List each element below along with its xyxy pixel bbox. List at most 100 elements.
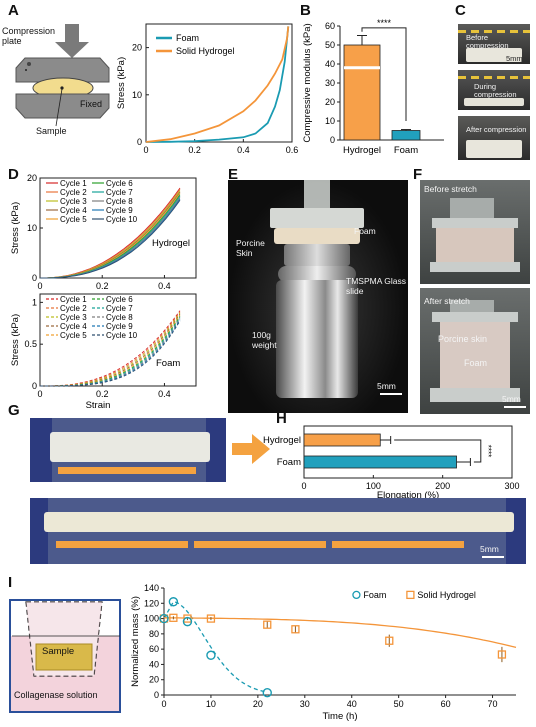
y-tick-label: 20 [325, 97, 335, 107]
y-axis-label: Compressive modulus (kPa) [302, 23, 313, 142]
cycle-curve [40, 316, 181, 387]
y-tick-label: 120 [144, 598, 159, 608]
x-category-label: Foam [394, 145, 418, 156]
arrow-right-icon [232, 434, 270, 464]
scale-bar-f [504, 406, 526, 408]
scale-bar-g [482, 556, 504, 558]
after-compression-label: After compression [466, 125, 527, 134]
foam-label-f: Foam [464, 358, 488, 368]
legend-label: Cycle 10 [106, 215, 138, 224]
x-tick-label: 100 [366, 481, 381, 491]
porcine-skin-label: Porcine Skin [236, 238, 265, 258]
stretched-foam-photo: 5mm [30, 498, 526, 564]
hydrogel-point [206, 614, 216, 623]
x-axis-label: Strain [86, 400, 111, 411]
x-tick-label: 0.2 [96, 389, 109, 399]
legend-label: Cycle 9 [106, 322, 133, 331]
x-tick-label: 40 [347, 699, 357, 709]
plot-frame [39, 293, 197, 387]
x-tick-label: 10 [206, 699, 216, 709]
x-tick-label: 50 [394, 699, 404, 709]
bar-foam [303, 455, 457, 469]
x-axis-label: Elongation (%) [377, 490, 439, 498]
sample-label-i: Sample [42, 646, 75, 657]
legend-label: Cycle 9 [106, 206, 133, 215]
significance-label: **** [377, 18, 392, 28]
legend-label: Cycle 10 [106, 331, 138, 340]
compression-diagram [15, 24, 110, 127]
y-tick-label: 20 [27, 174, 37, 183]
collagenase-solution-label: Collagenase solution [14, 690, 98, 700]
compression-plate-label: Compression plate [2, 26, 56, 46]
hydrogel-point [263, 620, 272, 629]
before-stretch-label: Before stretch [424, 184, 477, 194]
cycle-curve [40, 313, 181, 387]
x-tick-label: 200 [435, 481, 450, 491]
collagenase-diagram [9, 599, 121, 713]
adhesion-photo: Porcine Skin Foam TMSPMA Glass slide 100… [228, 180, 408, 413]
before-compression-label: Before compression [466, 33, 509, 50]
legend-label: Cycle 3 [60, 197, 87, 206]
curve-annotation: Foam [156, 358, 180, 369]
foam-point [159, 613, 169, 624]
legend-swatch [406, 590, 415, 600]
stretch-photo-after: After stretch Porcine skin Foam 5mm [420, 288, 530, 414]
series-line-foam [145, 26, 290, 143]
y-tick-label: 30 [325, 78, 335, 88]
hydrogel-point [497, 650, 507, 659]
significance-bracket [361, 27, 407, 121]
compression-photo-after: After compression [458, 116, 530, 160]
scale-label-e: 5mm [377, 381, 396, 391]
y-tick-label: 60 [149, 644, 159, 654]
weight-label: 100g weight [252, 330, 277, 350]
legend-label: Cycle 1 [60, 295, 87, 304]
cycle-curve [40, 199, 181, 279]
cycle-curve [40, 319, 181, 387]
x-tick-label: 70 [488, 699, 498, 709]
foam-point [262, 688, 272, 698]
legend-label: Cycle 2 [60, 304, 87, 313]
y-axis-label: Normalized mass (%) [130, 596, 141, 687]
cycle-curve [40, 310, 181, 387]
y-tick-label: 0 [137, 137, 142, 147]
x-tick-label: 0 [161, 699, 166, 709]
legend-label: Cycle 8 [106, 197, 133, 206]
panel-label-c: C [455, 2, 466, 19]
y-tick-label: 80 [149, 629, 159, 639]
y-tick-label: 20 [149, 675, 159, 685]
legend-label: Cycle 8 [106, 313, 133, 322]
legend-label: Cycle 5 [60, 331, 87, 340]
significance-bracket [394, 439, 482, 463]
length-bar-segment-3 [332, 541, 464, 548]
legend-label: Cycle 2 [60, 188, 87, 197]
series-line-hydrogel [145, 26, 290, 143]
y-tick-label: 0 [154, 690, 159, 700]
panel-label-d: D [8, 166, 19, 183]
x-tick-label: 20 [253, 699, 263, 709]
y-tick-label: 0 [32, 381, 37, 391]
foam-label-e: Foam [354, 226, 376, 236]
hydrogel-point [385, 636, 394, 645]
cycle-curve [40, 318, 181, 387]
cycle-curve [40, 314, 181, 387]
y-tick-label: 0 [32, 273, 37, 283]
curve-annotation: Hydrogel [152, 238, 190, 249]
tmspma-label: TMSPMA Glass slide [346, 276, 406, 296]
legend-label: Cycle 4 [60, 322, 87, 331]
fixed-label: Fixed [80, 99, 103, 109]
x-category-label: Hydrogel [343, 145, 381, 156]
x-tick-label: 0 [37, 281, 42, 291]
x-tick-label: 0.4 [237, 145, 250, 155]
legend-label: Cycle 6 [106, 295, 133, 304]
legend-label: Cycle 1 [60, 179, 87, 188]
legend-label: Cycle 4 [60, 206, 87, 215]
y-tick-label: 60 [325, 21, 335, 31]
y-tick-label: 140 [144, 583, 159, 593]
unstretched-foam-photo [30, 418, 226, 482]
porcine-skin-label-f: Porcine skin [438, 334, 488, 344]
plot-frame [145, 23, 293, 143]
hydrogel-fit-line [164, 617, 517, 649]
length-bar-unstretched [58, 467, 196, 474]
plot-frame [303, 425, 513, 479]
significance-label: **** [484, 445, 493, 457]
